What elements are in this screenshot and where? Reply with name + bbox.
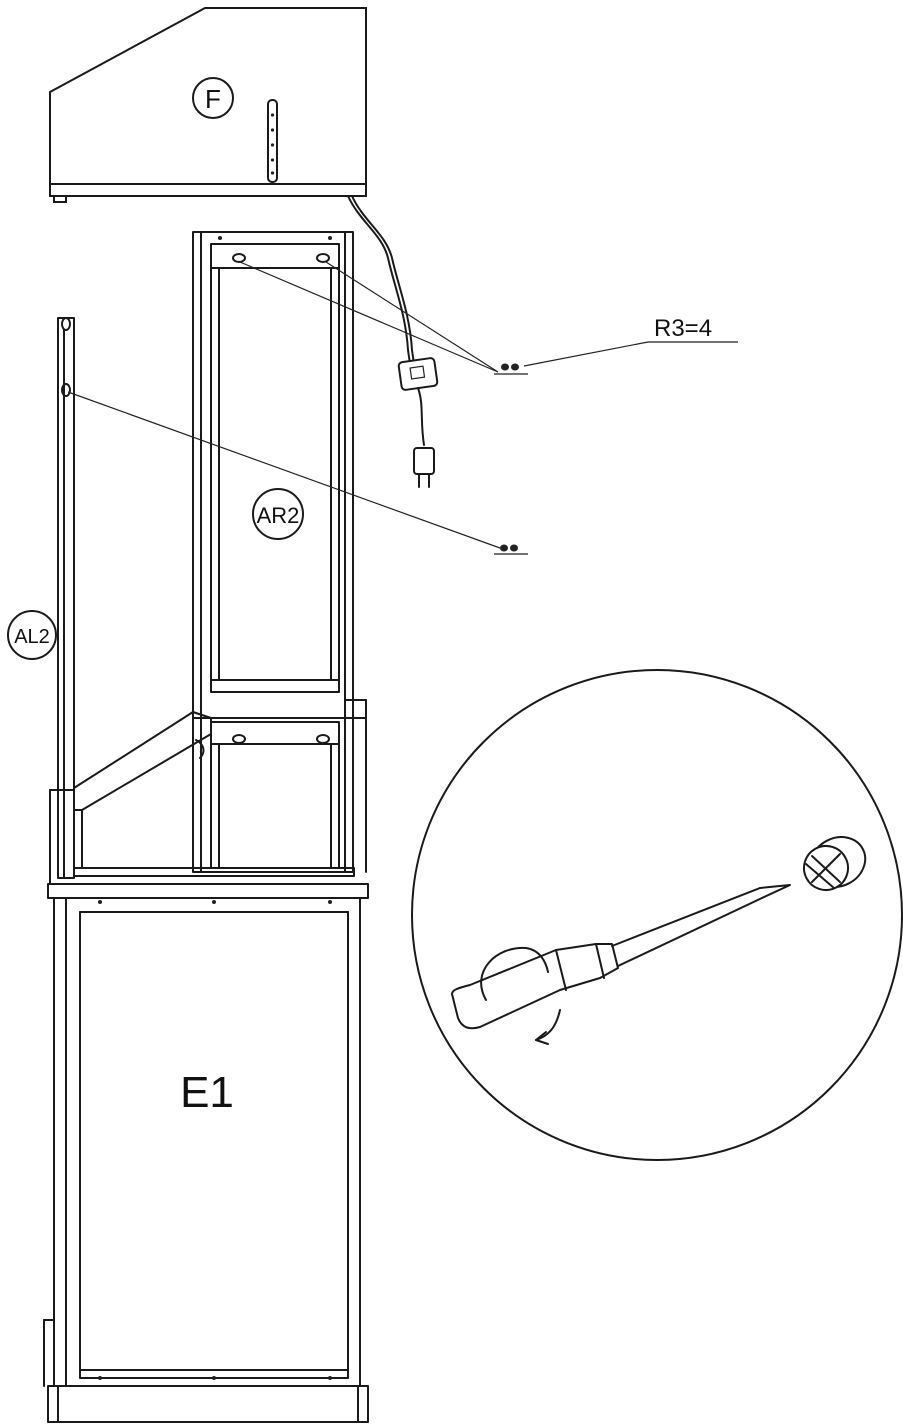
right-side-panel: AR2 <box>192 231 367 873</box>
left-side-panel: AL2 <box>7 317 75 879</box>
rotation-arrow-icon <box>480 946 561 1045</box>
power-cord <box>347 195 439 488</box>
shelf-brace <box>49 711 355 885</box>
fastener-callout-label: R3=4 <box>654 315 712 342</box>
screwdriver-icon <box>451 884 791 1030</box>
right-side-panel-label: AR2 <box>257 503 300 528</box>
top-cover-label: F <box>205 84 221 114</box>
base-cabinet-label: E1 <box>180 1068 234 1117</box>
detail-view <box>411 669 903 1161</box>
base-cabinet: E1 <box>43 883 369 1423</box>
power-plug-icon <box>413 447 435 488</box>
cam-lock-fitting-icon <box>803 836 867 891</box>
switch-box <box>397 357 439 391</box>
fastener-leaders: R3=4 <box>67 261 738 555</box>
top-cover-panel: F <box>49 7 367 203</box>
left-side-panel-label: AL2 <box>14 626 50 648</box>
